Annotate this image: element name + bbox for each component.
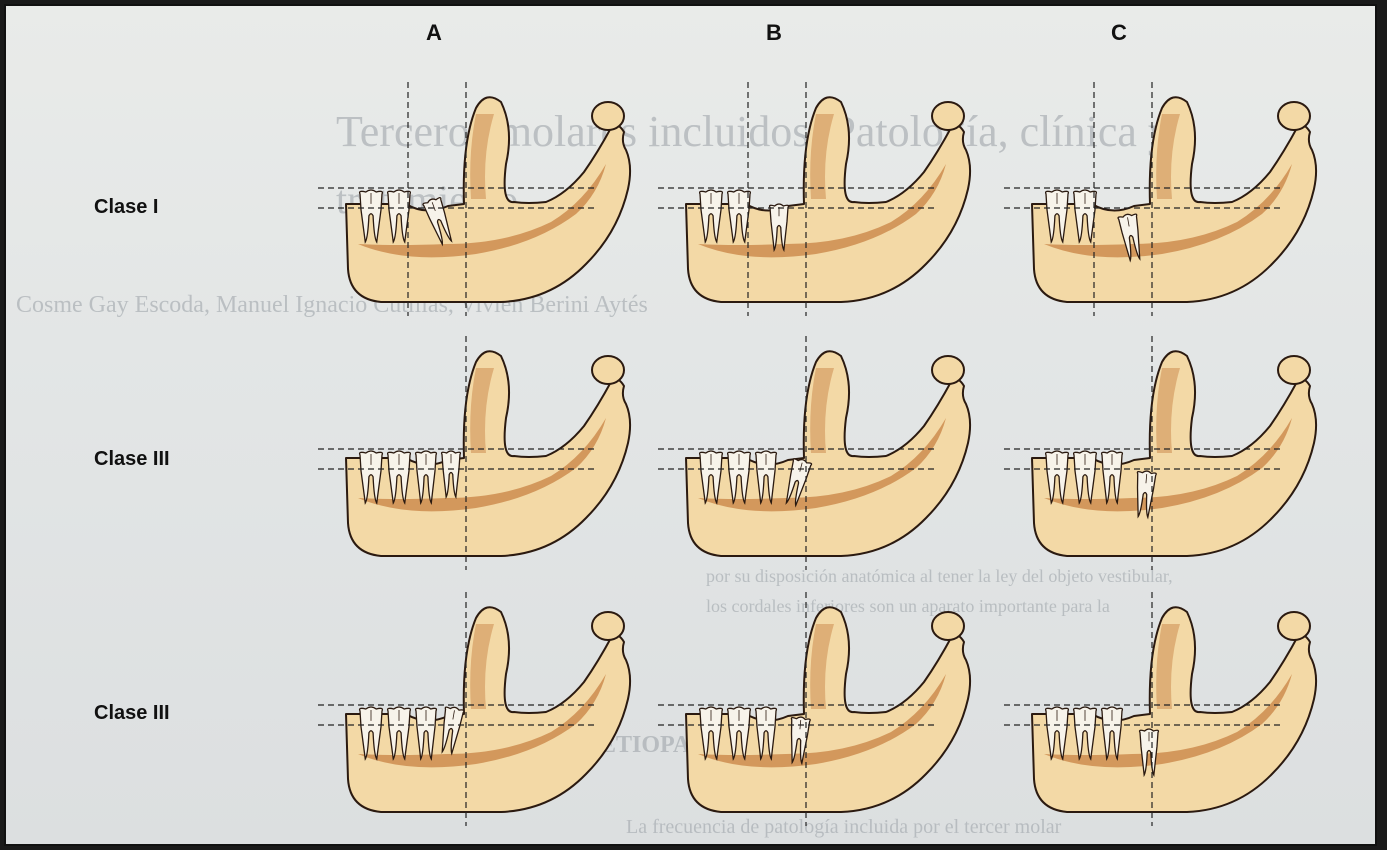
mandible-panel-1-a — [328, 84, 638, 334]
condyle — [592, 356, 624, 384]
mandible-panel-3-c — [1014, 594, 1324, 844]
row-label-clase-iii-2: Clase III — [94, 702, 170, 725]
mandible-panel-3-b — [668, 594, 978, 844]
row-label-clase-i: Clase I — [94, 196, 158, 219]
row-label-clase-iii-1: Clase III — [94, 448, 170, 471]
figure-page: Terceros molares incluidos. Patología, c… — [4, 4, 1377, 846]
column-label-c: C — [1111, 20, 1127, 46]
condyle — [932, 612, 964, 640]
mandible-panel-2-b — [668, 338, 978, 588]
condyle — [932, 102, 964, 130]
condyle — [1278, 102, 1310, 130]
mandible-panel-1-c — [1014, 84, 1324, 334]
column-label-b: B — [766, 20, 782, 46]
mandible-panel-3-a — [328, 594, 638, 844]
condyle — [1278, 356, 1310, 384]
condyle — [932, 356, 964, 384]
condyle — [592, 102, 624, 130]
column-label-a: A — [426, 20, 442, 46]
mandible-panel-2-c — [1014, 338, 1324, 588]
mandible-panel-1-b — [668, 84, 978, 334]
condyle — [1278, 612, 1310, 640]
condyle — [592, 612, 624, 640]
mandible-panel-2-a — [328, 338, 638, 588]
